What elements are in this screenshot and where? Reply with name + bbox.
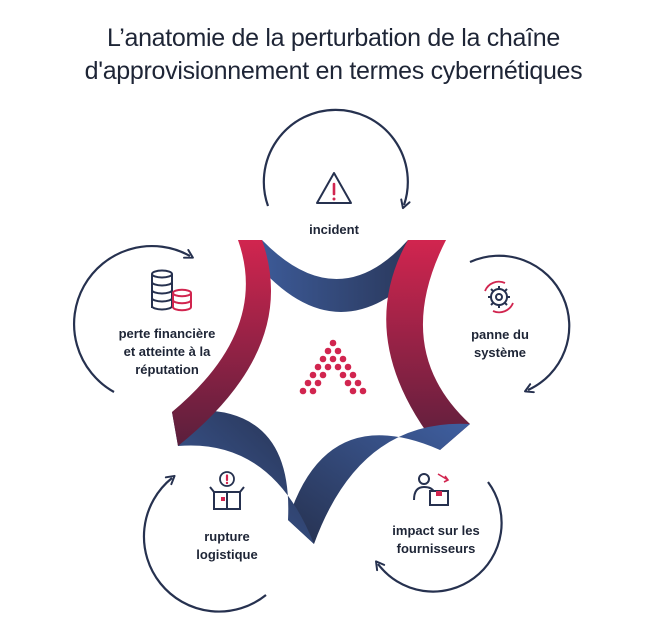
label-incident-line-1: incident	[309, 222, 359, 237]
label-perte-line-1: perte financière	[118, 326, 216, 341]
arrow-arc-panne	[469, 254, 571, 394]
arrow-arc-impact	[375, 481, 503, 593]
person-box-icon	[413, 473, 450, 506]
page-title: L’anatomie de la perturbation de la chaî…	[0, 22, 667, 88]
label-incident: incident	[284, 221, 384, 239]
label-panne-line-1: panne du	[471, 327, 529, 342]
open-box-alert-icon	[209, 471, 245, 510]
band-bottom-right	[288, 423, 470, 544]
label-perte-line-2: et atteinte à la	[123, 344, 211, 359]
band-right	[386, 240, 470, 450]
label-impact-line-1: impact sur les	[392, 523, 480, 538]
band-top	[238, 240, 446, 312]
label-rupture: rupture logistique	[180, 528, 274, 564]
arrow-arc-incident	[262, 108, 411, 210]
label-impact-line-2: fournisseurs	[396, 541, 476, 556]
label-rupture-line-2: logistique	[196, 547, 258, 562]
title-line-2: d'approvisionnement en termes cybernétiq…	[84, 57, 583, 85]
triangle-dots-logo	[299, 339, 367, 395]
arrow-arc-rupture	[142, 474, 267, 613]
warning-triangle-icon	[316, 172, 352, 204]
coin-stack-icon	[151, 269, 192, 312]
band-left	[172, 240, 272, 446]
label-perte: perte financière et atteinte à la réputa…	[96, 325, 238, 379]
central-band-shape	[172, 240, 470, 544]
gear-sync-icon	[484, 280, 514, 314]
arrow-arc-perte	[73, 245, 194, 393]
label-impact: impact sur les fournisseurs	[372, 522, 500, 558]
label-panne-line-2: système	[473, 345, 527, 360]
label-perte-line-3: réputation	[135, 362, 199, 377]
label-rupture-line-1: rupture	[204, 529, 250, 544]
title-line-1: L’anatomie de la perturbation de la chaî…	[106, 24, 560, 52]
label-panne: panne du système	[452, 326, 548, 362]
band-bottom-left	[172, 410, 314, 544]
